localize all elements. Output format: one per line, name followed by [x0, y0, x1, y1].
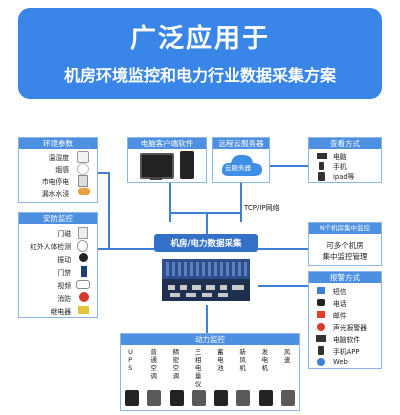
siren-icon: [317, 323, 325, 331]
water-leak-icon: [78, 188, 90, 195]
connector-client: [169, 182, 171, 222]
alarm-item: 手机APP: [333, 348, 360, 356]
security-item: 门禁: [57, 269, 71, 277]
env-header: 环境参数: [19, 138, 97, 149]
title-banner: [18, 8, 382, 99]
security-item: 视频: [57, 282, 71, 290]
web-icon: [317, 358, 325, 366]
collector-device-icon: [162, 259, 250, 301]
banner-title: 广泛应用于: [129, 24, 270, 54]
connector-env: [98, 172, 110, 174]
connector-power: [206, 305, 208, 333]
view-panel: 查看方式 电脑 手机 ipad等: [308, 137, 382, 183]
view-header: 查看方式: [309, 138, 381, 149]
telephone-icon: [317, 299, 325, 306]
alarm-item: 短信: [333, 288, 347, 296]
view-item: 手机: [333, 163, 347, 171]
power-device-icon: [236, 390, 251, 406]
power-sensor-icon: [78, 175, 88, 187]
power-device-icon: [169, 390, 184, 406]
pc-tower-icon: [180, 151, 194, 179]
nroom-text-2: 集中监控管理: [322, 252, 368, 261]
security-item: 继电器: [50, 308, 71, 316]
alarm-item: 声光报警器: [333, 324, 367, 332]
network-label: TCP/IP网络: [244, 204, 280, 212]
connector-security: [98, 248, 158, 250]
power-device-icon: [280, 390, 295, 406]
view-item: 电脑: [333, 153, 347, 161]
cloud-label: 云服务器: [225, 164, 251, 172]
alarm-item: Web: [333, 358, 348, 366]
pir-sensor-icon: [77, 240, 88, 252]
nroom-header: N个机房集中监控: [309, 223, 381, 234]
mobile-app-icon: [318, 346, 324, 355]
client-panel: 电脑客户端软件: [127, 137, 207, 183]
power-item: 风速: [283, 348, 291, 364]
sms-icon: [317, 287, 325, 294]
view-item: ipad等: [333, 173, 355, 181]
nroom-panel: N个机房集中监控 可多个机房 集中监控管理: [308, 222, 382, 266]
env-item: 温湿度: [48, 154, 69, 162]
monitor-stand-icon: [150, 177, 162, 180]
power-item: UPS: [128, 348, 133, 372]
access-control-icon: [81, 266, 87, 277]
power-header: 动力监控: [121, 334, 299, 345]
security-item: 门磁: [57, 230, 71, 238]
connector-view: [270, 165, 308, 167]
connector-network: [206, 212, 208, 234]
relay-icon: [78, 306, 89, 314]
alarm-item: 电脑软件: [333, 336, 361, 344]
thermometer-icon: [77, 151, 89, 163]
security-item: 消防: [57, 295, 71, 303]
email-icon: [317, 311, 325, 318]
power-item: 新风机: [239, 348, 246, 372]
security-item: 振动: [57, 256, 71, 264]
collector-label-bg: [154, 234, 258, 252]
fire-alarm-icon: [79, 292, 89, 302]
connector-env-v: [108, 172, 110, 250]
connector-nroom: [258, 248, 308, 250]
connector-remote: [240, 182, 242, 222]
power-device-icon: [191, 390, 206, 406]
alarm-panel: 报警方式 短信 电话 邮件 声光报警器 电脑软件 手机APP Web: [308, 271, 382, 369]
security-header: 安防监控: [19, 213, 97, 224]
client-header: 电脑客户端软件: [128, 138, 206, 149]
camera-icon: [76, 280, 90, 289]
power-item: 三相电量仪: [194, 348, 202, 388]
security-panel: 安防监控 门磁 红外人体检测 振动 门禁 视频 消防 继电器: [18, 212, 98, 318]
alarm-item: 邮件: [333, 312, 347, 320]
nroom-text-1: 可多个机房: [326, 241, 364, 250]
power-item: 精密空调: [172, 348, 180, 380]
power-item: 普通空调: [150, 348, 157, 380]
remote-panel: 远程云服务器 云服务器: [212, 137, 270, 183]
cloud-icon: [221, 154, 262, 176]
power-device-icon: [258, 390, 273, 406]
computer-icon: [316, 335, 326, 342]
env-item: 市电停电: [41, 178, 69, 186]
door-sensor-icon: [78, 227, 88, 239]
power-item: 发电机: [261, 348, 269, 372]
power-device-icon: [147, 390, 162, 406]
monitor-icon: [140, 153, 174, 179]
env-item: 烟感: [55, 166, 69, 174]
collector-label: 机房/电力数据采集: [170, 239, 242, 249]
power-device-icon: [125, 390, 140, 406]
alarm-header: 报警方式: [309, 272, 381, 283]
laptop-icon: [317, 153, 327, 159]
security-item: 红外人体检测: [30, 243, 71, 251]
env-item: 漏水水浸: [41, 190, 69, 198]
remote-header: 远程云服务器: [213, 138, 269, 149]
connector-alarm: [258, 285, 308, 287]
alarm-item: 电话: [333, 300, 347, 308]
tablet-icon: [318, 172, 325, 181]
phone-icon: [319, 162, 324, 170]
power-panel: 动力监控 UPS 普通空调 精密空调 三相电量仪 蓄电池 新风机 发电机 风速: [120, 333, 300, 411]
power-device-icon: [214, 390, 229, 406]
banner-subtitle: 机房环境监控和电力行业数据采集方案: [63, 66, 336, 85]
env-panel: 环境参数 温湿度 烟感 市电停电 漏水水浸: [18, 137, 98, 203]
connector-network-bar: [169, 212, 242, 214]
power-item: 蓄电池: [217, 348, 224, 372]
smoke-detector-icon: [77, 163, 89, 175]
vibration-sensor-icon: [79, 253, 88, 262]
